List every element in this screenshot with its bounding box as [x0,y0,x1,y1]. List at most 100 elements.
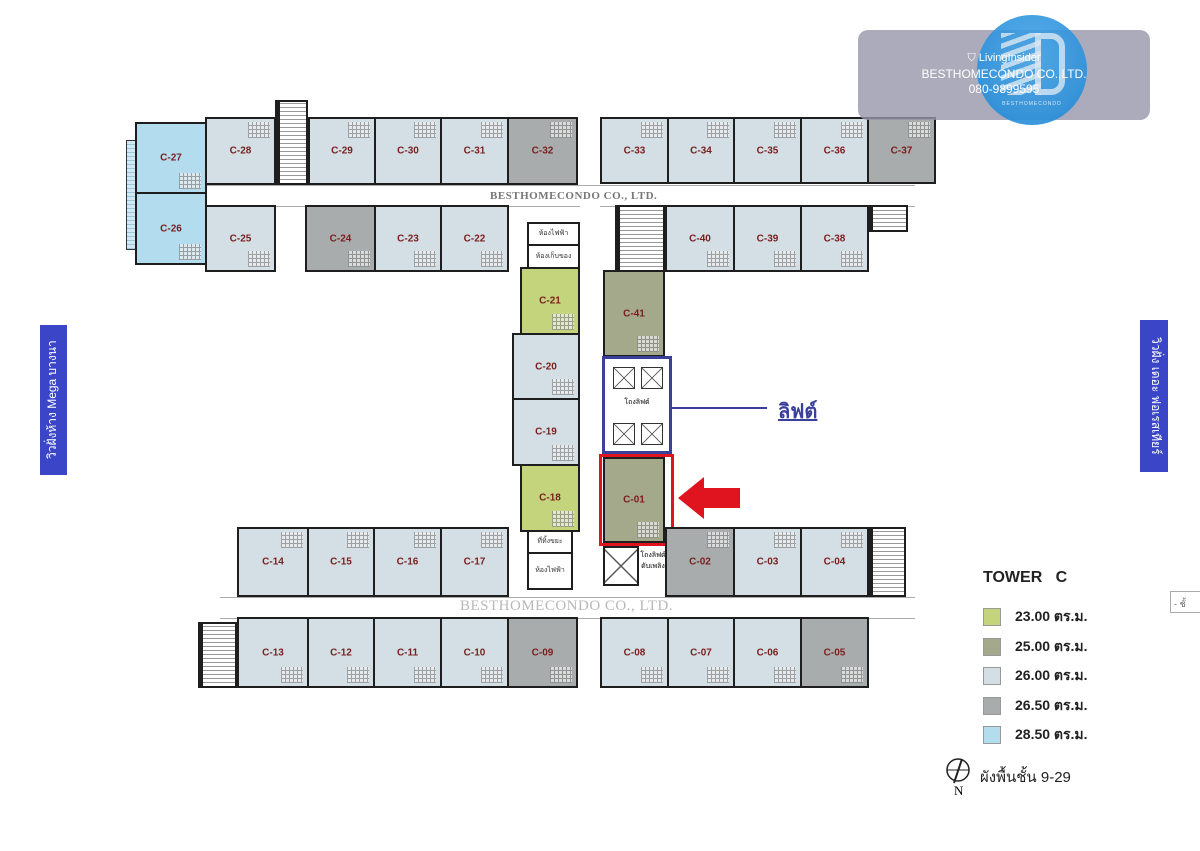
highlight-box-c01 [599,454,674,546]
corridor-top [190,185,915,207]
unit-label: C-34 [690,145,712,156]
legend-swatch [983,608,1001,626]
stair-bottom-left [198,622,237,688]
unit-label: C-24 [329,233,352,244]
unit-c14[interactable]: C-14 [237,527,309,597]
unit-c13[interactable]: C-13 [237,617,309,688]
legend-label: 26.50 ตร.ม. [1015,697,1088,713]
unit-c28[interactable]: C-28 [205,117,276,185]
unit-c30[interactable]: C-30 [374,117,442,185]
legend-swatch [983,697,1001,715]
unit-c18[interactable]: C-18 [520,464,580,532]
unit-c05[interactable]: C-05 [800,617,869,688]
unit-c26[interactable]: C-26 [135,192,207,265]
brand-icon: ⛉ [967,52,979,64]
unit-c15[interactable]: C-15 [307,527,375,597]
unit-label: C-32 [531,145,554,157]
unit-label: C-19 [535,426,557,438]
unit-label: C-40 [689,233,711,244]
unit-c41[interactable]: C-41 [603,270,665,357]
unit-c22[interactable]: C-22 [440,205,509,272]
lift-lobby-label: โถงลิฟต์ [624,399,650,406]
unit-c34[interactable]: C-34 [667,117,735,184]
legend-label: 25.00 ตร.ม. [1015,638,1088,654]
garbage-room: ที่ทิ้งขยะ [527,530,573,554]
unit-c21[interactable]: C-21 [520,267,580,335]
logo-building-icon [1001,33,1041,95]
plan-watermark-top: BESTHOMECONDO CO., LTD. [490,190,658,202]
unit-c35[interactable]: C-35 [733,117,802,184]
unit-c11[interactable]: C-11 [373,617,442,688]
unit-label: C-09 [531,647,554,658]
unit-c36[interactable]: C-36 [800,117,869,184]
brand-name: LivingInsider [978,52,1041,64]
legend-swatch [983,638,1001,656]
unit-label: C-25 [229,233,252,244]
unit-c07[interactable]: C-07 [667,617,735,688]
unit-c33[interactable]: C-33 [600,117,669,184]
legend-label: 28.50 ตร.ม. [1015,726,1088,742]
unit-label: C-41 [623,308,645,319]
unit-label: C-05 [823,647,846,658]
unit-label: C-38 [823,233,846,244]
unit-c37[interactable]: C-37 [867,117,936,184]
unit-c39[interactable]: C-39 [733,205,802,272]
unit-c08[interactable]: C-08 [600,617,669,688]
unit-c17[interactable]: C-17 [440,527,509,597]
unit-c24[interactable]: C-24 [305,205,376,272]
watermark-logo: BESTHOMECONDO [977,15,1087,125]
unit-label: C-33 [623,145,646,156]
unit-label: C-12 [330,647,352,658]
unit-c32[interactable]: C-32 [507,117,578,185]
unit-c40[interactable]: C-40 [665,205,735,272]
legend-swatch [983,726,1001,744]
unit-c19[interactable]: C-19 [512,398,580,466]
unit-label: C-10 [463,647,486,658]
unit-c06[interactable]: C-06 [733,617,802,688]
watermark-phone: 080-9899595 [968,82,1040,96]
unit-label: C-28 [229,145,252,157]
unit-c10[interactable]: C-10 [440,617,509,688]
unit-c16[interactable]: C-16 [373,527,442,597]
unit-label: C-06 [756,647,779,658]
unit-label: C-22 [463,233,486,244]
unit-c09[interactable]: C-09 [507,617,578,688]
fire-lift-lobby-label: โถงลิฟต์ดับเพลิง [640,552,666,570]
unit-c02[interactable]: C-02 [665,527,735,597]
unit-label: C-27 [160,152,182,164]
legend-item: 26.00 ตร.ม. [983,665,1088,687]
unit-c27[interactable]: C-27 [135,122,207,194]
unit-label: C-11 [396,647,419,658]
lift-callout-line [672,407,767,409]
unit-label: C-26 [160,223,182,234]
unit-c23[interactable]: C-23 [374,205,442,272]
unit-label: C-29 [331,145,353,157]
unit-c38[interactable]: C-38 [800,205,869,272]
unit-label: C-35 [756,145,779,156]
unit-c12[interactable]: C-12 [307,617,375,688]
unit-c31[interactable]: C-31 [440,117,509,185]
legend-item: 28.50 ตร.ม. [983,724,1088,746]
legend-swatch [983,667,1001,685]
unit-c20[interactable]: C-20 [512,333,580,400]
unit-label: C-02 [689,556,711,568]
unit-label: C-16 [396,556,419,568]
unit-c29[interactable]: C-29 [308,117,376,185]
electric-room-2: ห้องไฟฟ้า [527,552,573,590]
view-label-right: วิวฝั่ง เดอะ ฟอเรสเทียร์ [1140,320,1168,472]
storage-room: ห้องเก็บของ [527,244,580,269]
unit-c01[interactable]: C-01 [603,457,665,543]
unit-c04[interactable]: C-04 [800,527,869,597]
edge-tab[interactable]: - ชั้ [1170,591,1200,613]
unit-c03[interactable]: C-03 [733,527,802,597]
unit-label: C-03 [756,556,779,568]
electric-room: ห้องไฟฟ้า [527,222,580,246]
unit-label: C-15 [330,556,352,568]
unit-c25[interactable]: C-25 [205,205,276,272]
unit-label: C-14 [262,556,284,568]
stair-right-end [868,205,908,232]
lift-callout-label: ลิฟต์ [778,401,818,423]
stair-top-right [615,205,665,272]
legend-title: TOWER C [983,569,1068,586]
unit-label: C-23 [397,233,419,244]
